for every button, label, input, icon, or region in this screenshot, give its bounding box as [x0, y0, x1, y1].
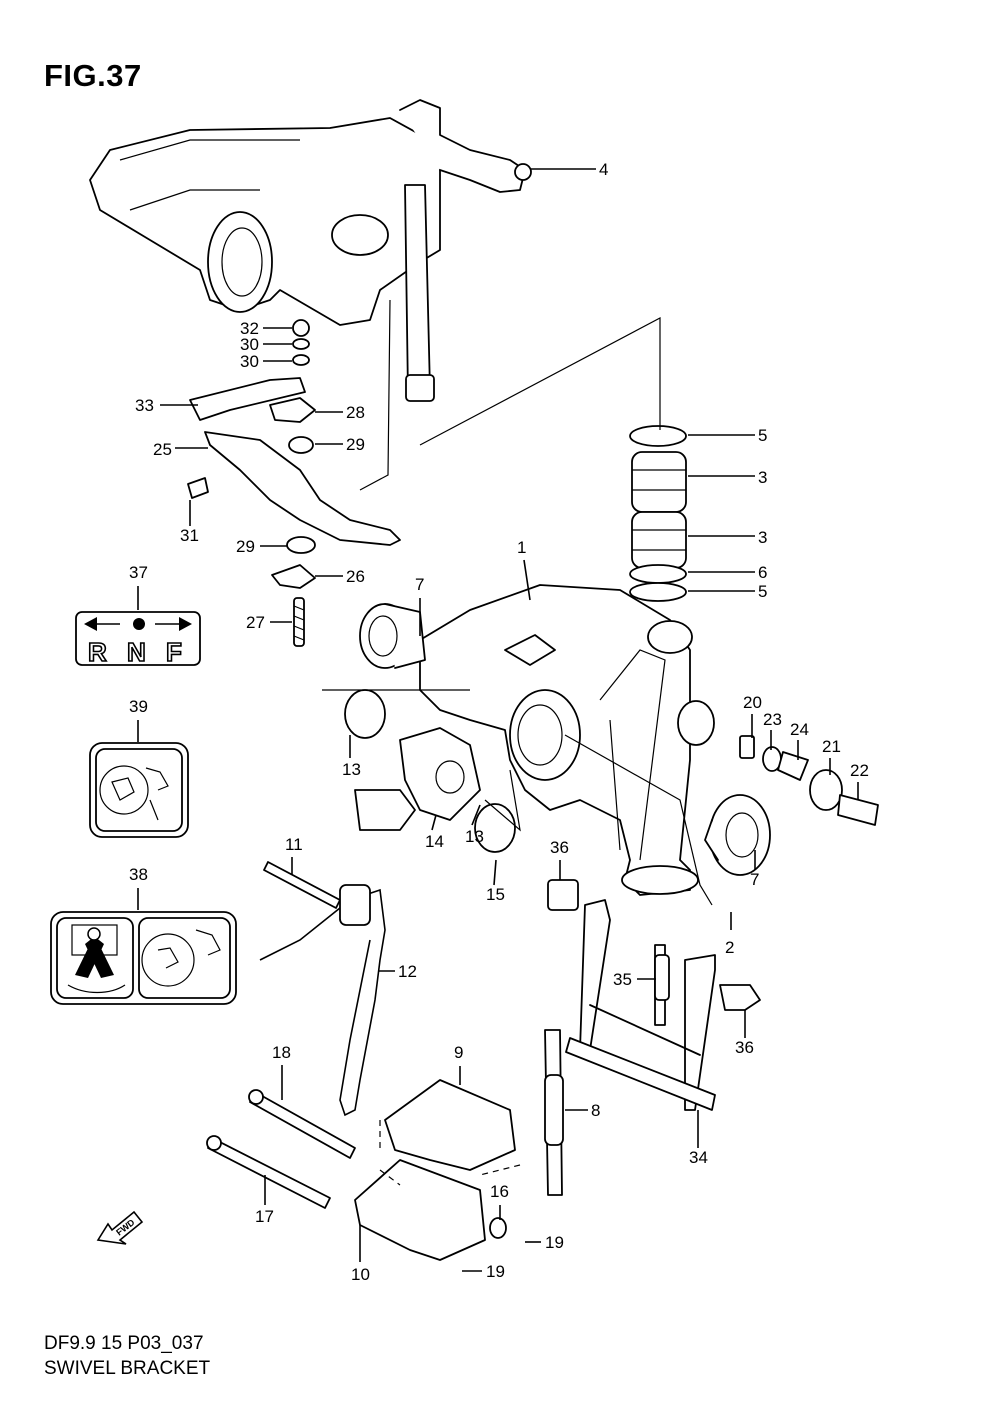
figure-name: SWIVEL BRACKET — [44, 1358, 211, 1379]
tilt-lever-assembly — [354, 1079, 516, 1261]
bushing-left — [359, 603, 426, 669]
friction-plates — [344, 689, 516, 853]
callout-13: 13 — [465, 827, 484, 846]
callout-1: 1 — [517, 538, 526, 557]
springs — [544, 954, 670, 1146]
callout-27: 27 — [246, 613, 265, 632]
callout-36: 36 — [550, 838, 569, 857]
callout-37: 37 — [129, 563, 148, 582]
tilt-operation-decal — [50, 911, 237, 1005]
callout-18: 18 — [272, 1043, 291, 1062]
clamp-bracket — [89, 99, 532, 402]
shift-decal: R N F — [75, 611, 201, 668]
swivel-bracket-body — [419, 584, 715, 896]
bushing-right — [704, 794, 771, 876]
callout-17: 17 — [255, 1207, 274, 1226]
leader-line-1 — [523, 559, 531, 601]
leader-line-13 — [471, 804, 481, 826]
callout-30: 30 — [240, 352, 259, 371]
callout-34: 34 — [689, 1148, 708, 1167]
callout-19: 19 — [545, 1233, 564, 1252]
callout-10: 10 — [351, 1265, 370, 1284]
callout-15: 15 — [486, 885, 505, 904]
callout-8: 8 — [591, 1101, 600, 1120]
callout-6: 6 — [758, 563, 767, 582]
callout-30: 30 — [240, 335, 259, 354]
callout-33: 33 — [135, 396, 154, 415]
callout-7: 7 — [415, 575, 424, 594]
callout-24: 24 — [790, 720, 809, 739]
shift-label-f: F — [166, 637, 182, 667]
callout-2: 2 — [725, 938, 734, 957]
shift-label-r: R — [88, 637, 107, 667]
callout-3: 3 — [758, 528, 767, 547]
leader-line-15 — [493, 859, 497, 886]
callout-25: 25 — [153, 440, 172, 459]
callout-12: 12 — [398, 962, 417, 981]
callout-32: 32 — [240, 319, 259, 338]
callout-29: 29 — [236, 537, 255, 556]
tilt-pin-and-rods — [206, 861, 386, 1209]
shift-label-n: N — [127, 637, 146, 667]
callout-35: 35 — [613, 970, 632, 989]
callout-31: 31 — [180, 526, 199, 545]
callout-7: 7 — [750, 870, 759, 889]
callout-20: 20 — [743, 693, 762, 712]
callout-22: 22 — [850, 761, 869, 780]
callout-5: 5 — [758, 582, 767, 601]
callout-13: 13 — [342, 760, 361, 779]
steering-tension-parts — [187, 319, 401, 647]
callout-19: 19 — [486, 1262, 505, 1281]
fwd-direction-marker: FWD — [96, 1210, 144, 1245]
callout-14: 14 — [425, 832, 444, 851]
callout-38: 38 — [129, 865, 148, 884]
callout-numbers: 1233455677891011121313141516171819192021… — [129, 160, 869, 1284]
reverse-lock-parts — [739, 735, 879, 826]
callout-29: 29 — [346, 435, 365, 454]
callout-36: 36 — [735, 1038, 754, 1057]
callout-21: 21 — [822, 737, 841, 756]
figure-code: DF9.9 15 P03_037 — [44, 1333, 204, 1354]
callout-3: 3 — [758, 468, 767, 487]
alignment-lines — [322, 299, 713, 1186]
callout-4: 4 — [599, 160, 608, 179]
callout-5: 5 — [758, 426, 767, 445]
callout-26: 26 — [346, 567, 365, 586]
figure-title: FIG.37 — [44, 58, 142, 93]
tilt-lock-decal — [89, 742, 189, 838]
callout-leader-lines — [137, 168, 859, 1272]
callout-16: 16 — [490, 1182, 509, 1201]
callout-39: 39 — [129, 697, 148, 716]
callout-9: 9 — [454, 1043, 463, 1062]
callout-11: 11 — [285, 835, 303, 854]
leader-line-14 — [431, 814, 437, 831]
stacked-washers-and-bushings — [629, 425, 687, 602]
callout-23: 23 — [763, 710, 782, 729]
callout-28: 28 — [346, 403, 365, 422]
tilt-support-frame — [544, 879, 761, 1196]
